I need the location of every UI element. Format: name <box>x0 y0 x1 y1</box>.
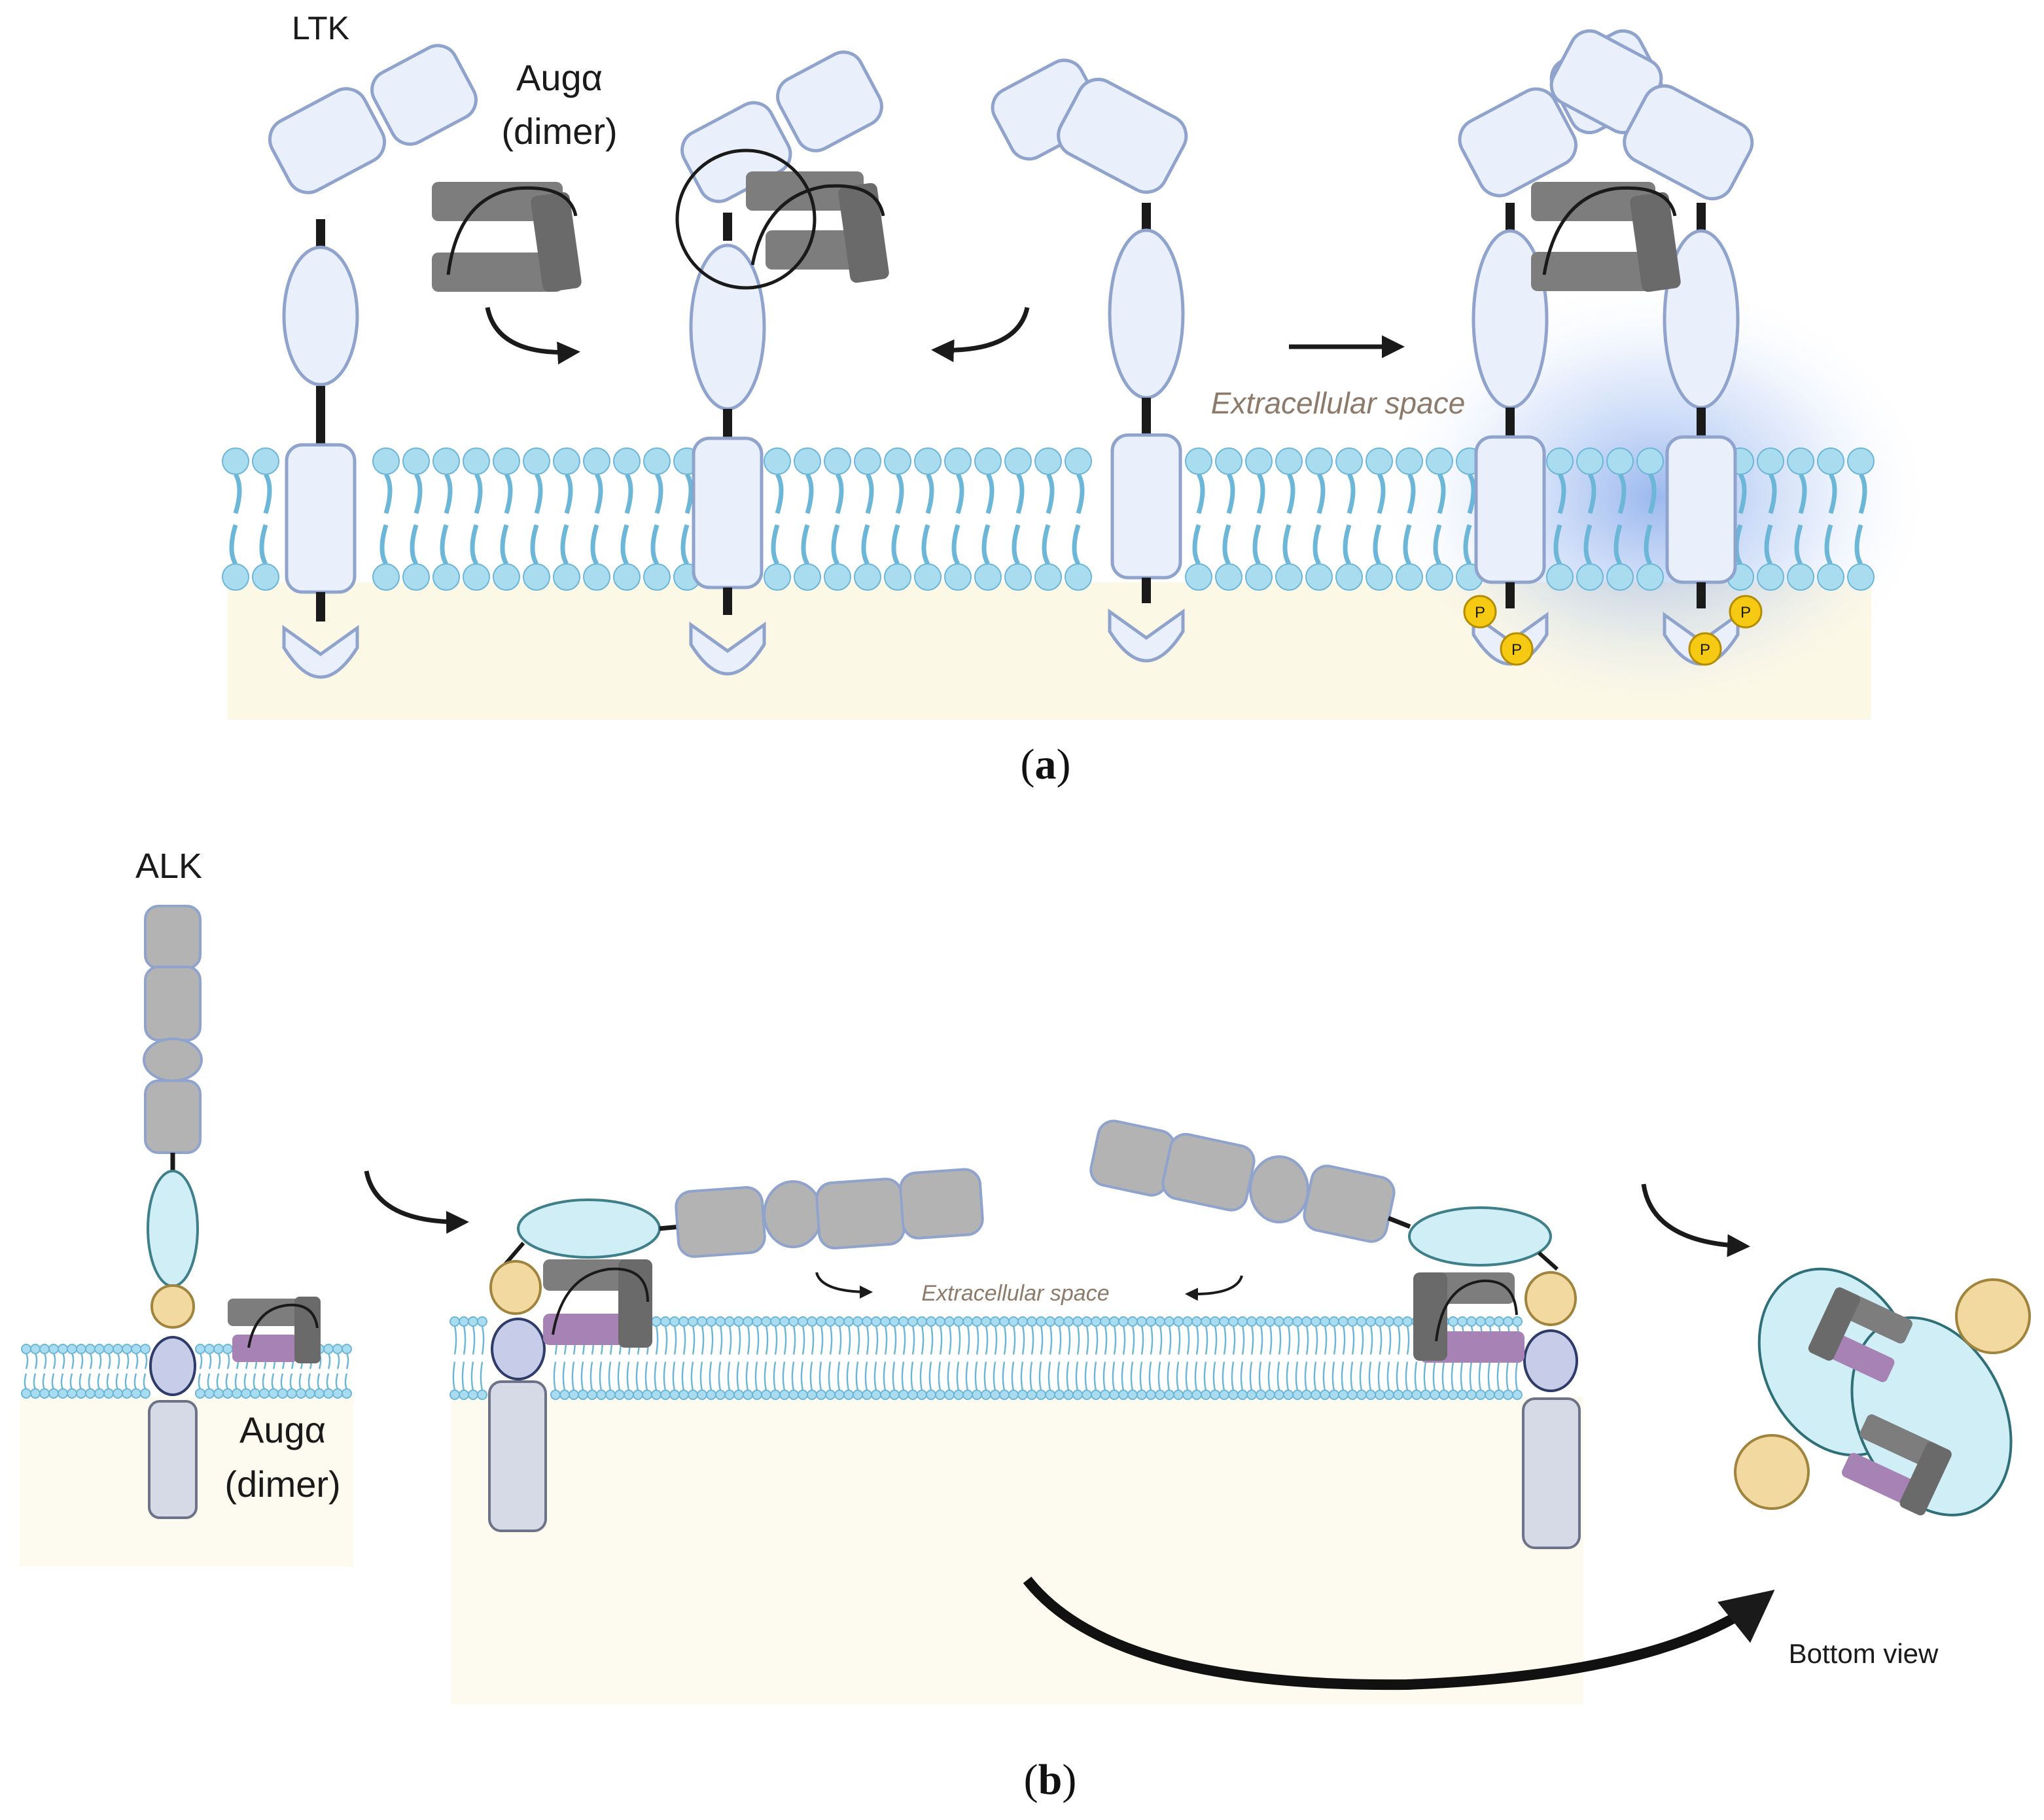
svg-text:P: P <box>1475 604 1485 621</box>
arrow-bottom-view <box>1023 1577 1775 1690</box>
svg-text:P: P <box>1740 604 1751 621</box>
arrow-b-dimerization <box>1641 1183 1750 1257</box>
caption-a: (a) <box>1021 741 1071 788</box>
dimer-label-a: (dimer) <box>501 111 617 152</box>
panel-b: ALK Augα (dimer) <box>20 847 2031 1804</box>
alk-receptor-bound-right <box>1089 1119 1581 1549</box>
aug-alpha-dimer-free <box>432 182 582 292</box>
phosphate-group-4: P <box>1688 632 1722 666</box>
svg-text:P: P <box>1700 641 1710 659</box>
membrane-a <box>222 447 1875 591</box>
phosphate-group-2: P <box>1500 632 1534 666</box>
alk-dimer-bottom-view <box>1734 1267 2031 1516</box>
alk-label: ALK <box>135 847 202 886</box>
binding-site-highlight <box>675 149 817 290</box>
arrow-b-binding <box>364 1170 469 1234</box>
membrane-b <box>21 1316 1523 1400</box>
arrow-binding-2 <box>931 307 1030 362</box>
svg-text:P: P <box>1511 641 1522 659</box>
alk-receptor-monomer <box>143 905 203 1519</box>
extracellular-space-label-b: Extracellular space <box>921 1281 1109 1306</box>
extracellular-space-label-a: Extracellular space <box>1211 386 1466 420</box>
bottom-view-label: Bottom view <box>1789 1638 1939 1669</box>
alk-receptor-bound-left <box>488 1168 984 1532</box>
ltk-receptor-second <box>991 58 1188 663</box>
arrow-b-small-right <box>1185 1275 1243 1301</box>
panel-a: P P P P LTK Augα (dimer) Extracellular s… <box>222 10 1937 788</box>
caption-b: (b) <box>1024 1756 1077 1804</box>
ltk-active-dimer <box>1458 29 1754 666</box>
aug-label-b: Augα <box>239 1409 326 1450</box>
arrow-binding-1 <box>485 307 580 365</box>
aug-alpha-dimer-b-free <box>228 1297 321 1363</box>
phosphate-group-1: P <box>1463 595 1497 629</box>
ltk-receptor-bound <box>675 50 889 676</box>
aug-label-a: Augα <box>516 57 603 98</box>
cytoplasm-b-main <box>451 1397 1583 1704</box>
phosphate-group-3: P <box>1729 595 1763 629</box>
arrow-b-small-left <box>815 1272 873 1299</box>
ltk-label: LTK <box>292 10 349 46</box>
dimer-label-b: (dimer) <box>224 1463 340 1505</box>
ltk-receptor-unbound <box>268 44 478 679</box>
